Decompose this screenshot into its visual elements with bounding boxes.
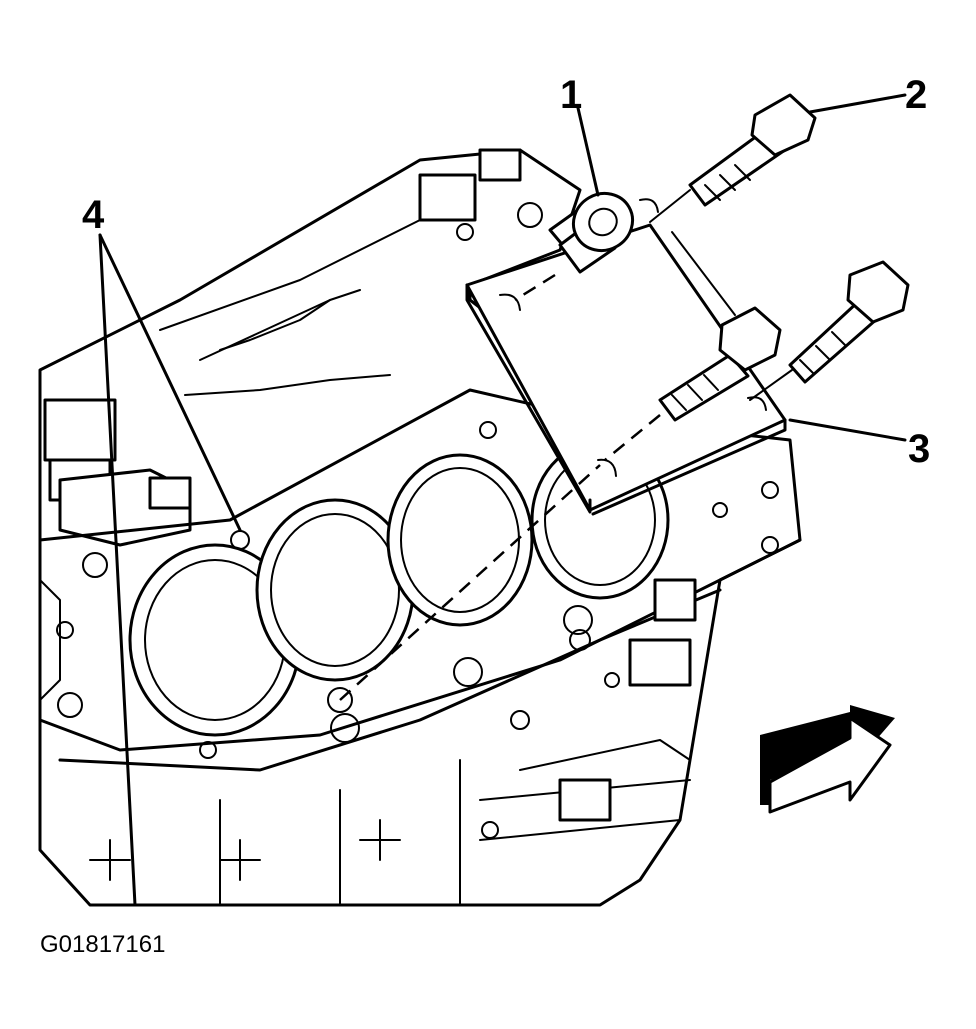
alignment-line-3 <box>604 414 661 461</box>
alignment-line-6 <box>749 369 793 401</box>
callout-4: 4 <box>82 193 105 237</box>
callout-3: 3 <box>908 427 930 471</box>
alignment-line-4 <box>649 189 691 223</box>
callout-2: 2 <box>905 73 927 117</box>
alignment-line-5 <box>671 231 736 316</box>
callout-1: 1 <box>560 73 582 117</box>
leader-4 <box>98 233 242 532</box>
leader-2 <box>808 93 907 114</box>
bolt-right <box>788 260 910 384</box>
engine-block <box>38 148 802 907</box>
figure-id: G01817161 <box>40 931 165 958</box>
leader-4b <box>98 233 137 907</box>
leader-1 <box>576 106 600 197</box>
leader-3 <box>788 418 907 442</box>
bolt-upper <box>688 93 817 207</box>
alignment-line-1 <box>514 273 556 302</box>
front-arrow-icon <box>760 705 895 814</box>
alignment-line-2 <box>339 464 601 701</box>
bolt-middle <box>658 306 782 422</box>
bushing <box>548 191 635 274</box>
